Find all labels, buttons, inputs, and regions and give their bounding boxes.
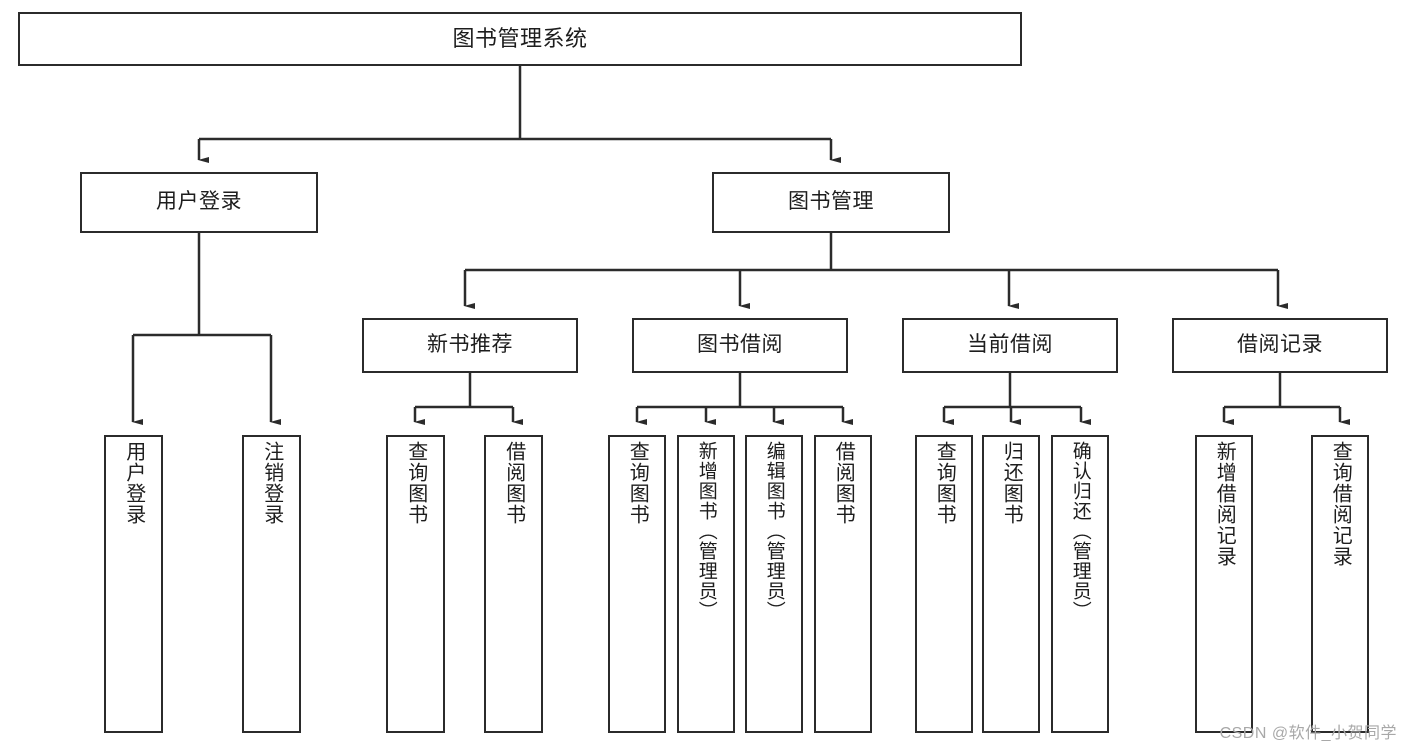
node-label: 图书借阅	[697, 333, 783, 357]
node-label: 查询借阅记录	[1329, 441, 1352, 567]
leaf-record-query-record[interactable]: 查询借阅记录	[1311, 435, 1369, 733]
node-user-login[interactable]: 用户登录	[80, 172, 318, 233]
node-label: 借阅图书	[832, 441, 855, 525]
leaf-recommend-query-book[interactable]: 查询图书	[386, 435, 445, 733]
node-root-system[interactable]: 图书管理系统	[18, 12, 1022, 66]
leaf-user-login-login[interactable]: 用户登录	[104, 435, 163, 733]
leaf-current-confirm-return-admin[interactable]: 确认归还（管理员）	[1051, 435, 1109, 733]
node-label: 图书管理	[788, 190, 874, 214]
node-label: 用户登录	[156, 190, 242, 214]
node-label: 查询图书	[404, 441, 427, 525]
leaf-recommend-borrow-book[interactable]: 借阅图书	[484, 435, 543, 733]
node-label: 查询图书	[933, 441, 956, 525]
node-book-borrow[interactable]: 图书借阅	[632, 318, 848, 373]
node-label: 新增图书（管理员）	[695, 441, 717, 621]
node-label: 查询图书	[626, 441, 649, 525]
node-book-management[interactable]: 图书管理	[712, 172, 950, 233]
node-label: 新书推荐	[427, 333, 513, 357]
node-current-borrow[interactable]: 当前借阅	[902, 318, 1118, 373]
node-label: 借阅记录	[1237, 333, 1323, 357]
leaf-borrow-edit-book-admin[interactable]: 编辑图书（管理员）	[745, 435, 803, 733]
node-label: 借阅图书	[502, 441, 525, 525]
leaf-borrow-add-book-admin[interactable]: 新增图书（管理员）	[677, 435, 735, 733]
leaf-current-return-book[interactable]: 归还图书	[982, 435, 1040, 733]
node-label: 确认归还（管理员）	[1069, 441, 1091, 621]
node-label: 归还图书	[1000, 441, 1023, 525]
node-borrow-record[interactable]: 借阅记录	[1172, 318, 1388, 373]
leaf-record-add-record[interactable]: 新增借阅记录	[1195, 435, 1253, 733]
node-label: 图书管理系统	[452, 26, 588, 52]
node-label: 注销登录	[260, 441, 283, 525]
csdn-watermark: CSDN @软件_小贺同学	[1219, 725, 1397, 742]
node-label: 用户登录	[122, 441, 145, 525]
node-label: 新增借阅记录	[1213, 441, 1236, 567]
node-label: 编辑图书（管理员）	[763, 441, 785, 621]
leaf-user-login-logout[interactable]: 注销登录	[242, 435, 301, 733]
leaf-current-query-book[interactable]: 查询图书	[915, 435, 973, 733]
leaf-borrow-query-book[interactable]: 查询图书	[608, 435, 666, 733]
node-new-book-recommend[interactable]: 新书推荐	[362, 318, 578, 373]
node-label: 当前借阅	[967, 333, 1053, 357]
leaf-borrow-borrow-book[interactable]: 借阅图书	[814, 435, 872, 733]
